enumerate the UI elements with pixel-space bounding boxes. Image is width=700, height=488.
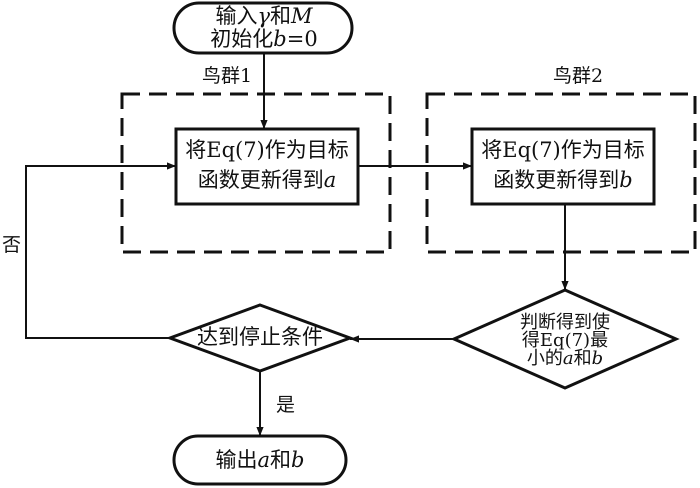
- flock2-title: 鸟群2: [553, 65, 604, 87]
- end-var-a: a: [257, 448, 271, 472]
- no-label: 否: [2, 234, 22, 256]
- end-output-text: 输出: [215, 448, 258, 472]
- judge-line3-prefix: 小的: [526, 348, 563, 369]
- update-a-prefix: 函数更新得到: [197, 168, 324, 192]
- start-var-gamma: γ: [257, 4, 271, 28]
- update-a-line2: 函数更新得到a: [198, 170, 337, 191]
- update-a-var: a: [323, 168, 337, 192]
- update-a-box: [174, 127, 360, 206]
- yes-label: 是: [276, 394, 296, 416]
- start-init-value: =0: [286, 27, 318, 51]
- judge-var-a: a: [562, 348, 574, 369]
- start-init-text: 初始化: [210, 27, 274, 51]
- start-var-m: M: [291, 4, 313, 28]
- flock1-group: [120, 92, 392, 254]
- update-b-var: b: [619, 168, 633, 192]
- judge-line2: 得Eq(7)最: [521, 330, 609, 351]
- flock1-title: 鸟群1: [202, 65, 253, 87]
- update-b-prefix: 函数更新得到: [493, 168, 620, 192]
- start-line1: 输入γ和M: [215, 6, 312, 27]
- start-input-text: 输入: [215, 4, 258, 28]
- update-b-line1: 将Eq(7)作为目标: [481, 138, 645, 162]
- end-label: 输出a和b: [216, 450, 305, 471]
- end-and-text: 和: [270, 448, 292, 472]
- judge-and-text: 和: [573, 348, 592, 369]
- judge-line3: 小的a和b: [527, 350, 603, 368]
- judge-var-b: b: [591, 348, 604, 369]
- stop-condition-label: 达到停止条件: [197, 325, 323, 349]
- start-line2: 初始化b=0: [210, 29, 317, 50]
- arrow-no-loop: [25, 162, 176, 339]
- update-b-line2: 函数更新得到b: [493, 170, 632, 191]
- update-a-line1: 将Eq(7)作为目标: [185, 138, 349, 162]
- flock2-group: [425, 92, 697, 254]
- start-var-b: b: [273, 27, 287, 51]
- judge-diamond: [450, 288, 680, 390]
- end-var-b: b: [291, 448, 305, 472]
- start-and-text: 和: [270, 4, 292, 28]
- judge-line1: 判断得到使: [520, 312, 610, 333]
